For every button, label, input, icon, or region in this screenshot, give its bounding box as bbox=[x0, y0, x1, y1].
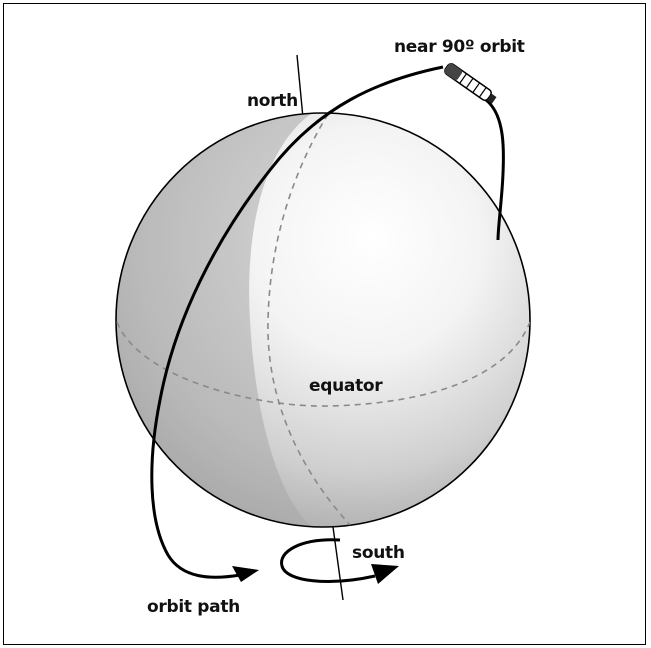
arrowhead-icon bbox=[371, 564, 399, 584]
north-label: north bbox=[247, 91, 298, 111]
arrowhead-icon bbox=[232, 566, 259, 582]
satellite-icon bbox=[443, 62, 497, 105]
south-axis-line bbox=[333, 527, 343, 600]
equator-label: equator bbox=[309, 376, 383, 396]
orbit-title-label: near 90º orbit bbox=[394, 37, 525, 57]
south-label: south bbox=[352, 543, 405, 563]
earth-sphere bbox=[116, 113, 530, 527]
orbit-path-label: orbit path bbox=[147, 597, 240, 617]
